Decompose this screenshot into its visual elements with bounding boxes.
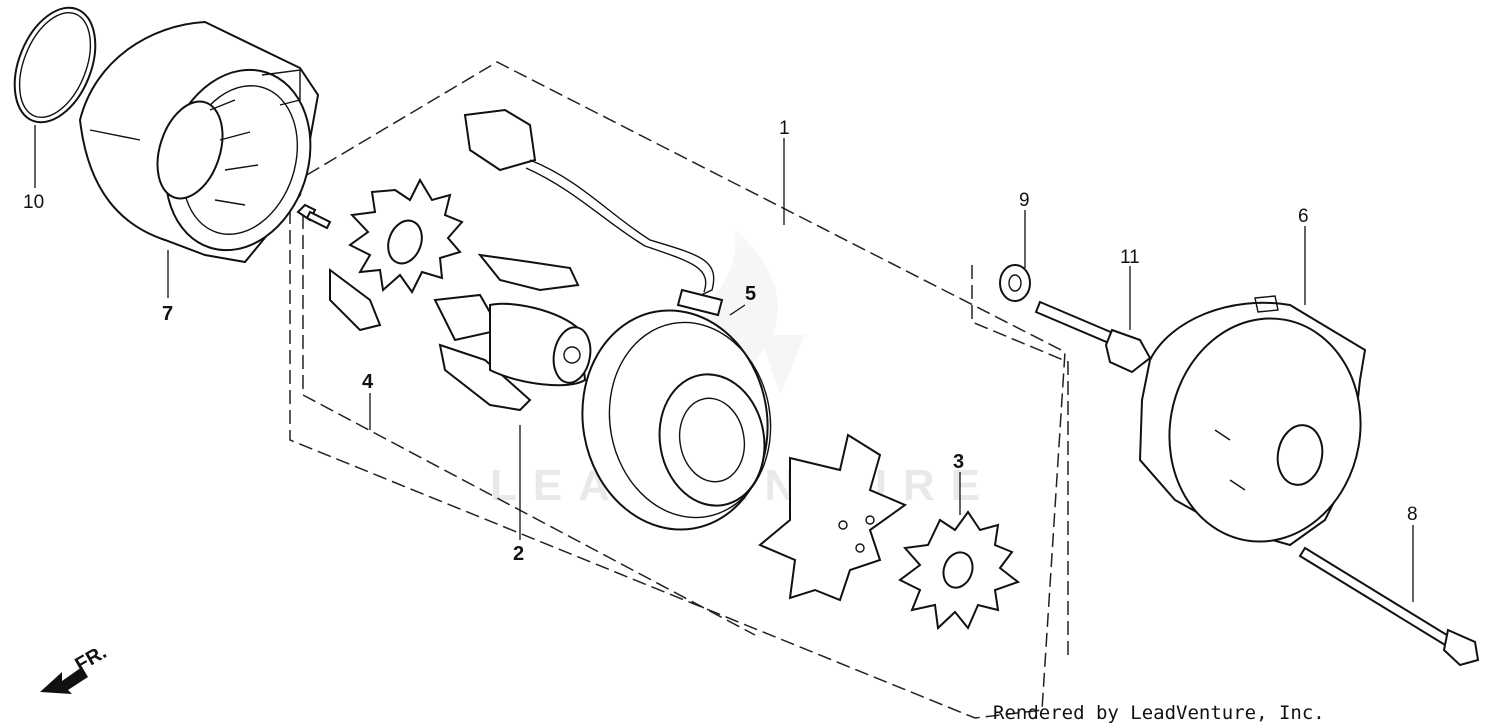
- callout-11: 11: [1120, 247, 1140, 268]
- assembly-outline: [289, 61, 1069, 719]
- rear-cover: [1138, 295, 1367, 547]
- callout-7: 7: [162, 303, 173, 325]
- front-cover: [78, 20, 320, 264]
- callout-9: 9: [1019, 190, 1030, 211]
- callout-2: 2: [513, 543, 524, 565]
- small-screw: [296, 203, 332, 230]
- rotor-core: [433, 253, 592, 412]
- long-bolt: [1298, 546, 1480, 667]
- cooling-fan-rear: [898, 510, 1021, 631]
- stator-assembly: [463, 108, 772, 531]
- callout-3: 3: [953, 451, 964, 473]
- callout-10: 10: [23, 192, 44, 213]
- callout-4: 4: [362, 371, 374, 393]
- rotor-claw: [758, 433, 908, 602]
- callout-6: 6: [1298, 206, 1309, 227]
- callout-1: 1: [779, 118, 790, 139]
- o-ring: [13, 6, 97, 124]
- callout-8: 8: [1407, 504, 1418, 525]
- washer: [999, 264, 1031, 302]
- flange-bolt: [1034, 300, 1152, 374]
- cooling-fan-front: [329, 177, 464, 332]
- front-direction-arrow: FR.: [40, 641, 110, 694]
- leader-lines: [34, 125, 1414, 602]
- callout-5: 5: [745, 283, 756, 305]
- credit-text: Rendered by LeadVenture, Inc.: [993, 702, 1325, 724]
